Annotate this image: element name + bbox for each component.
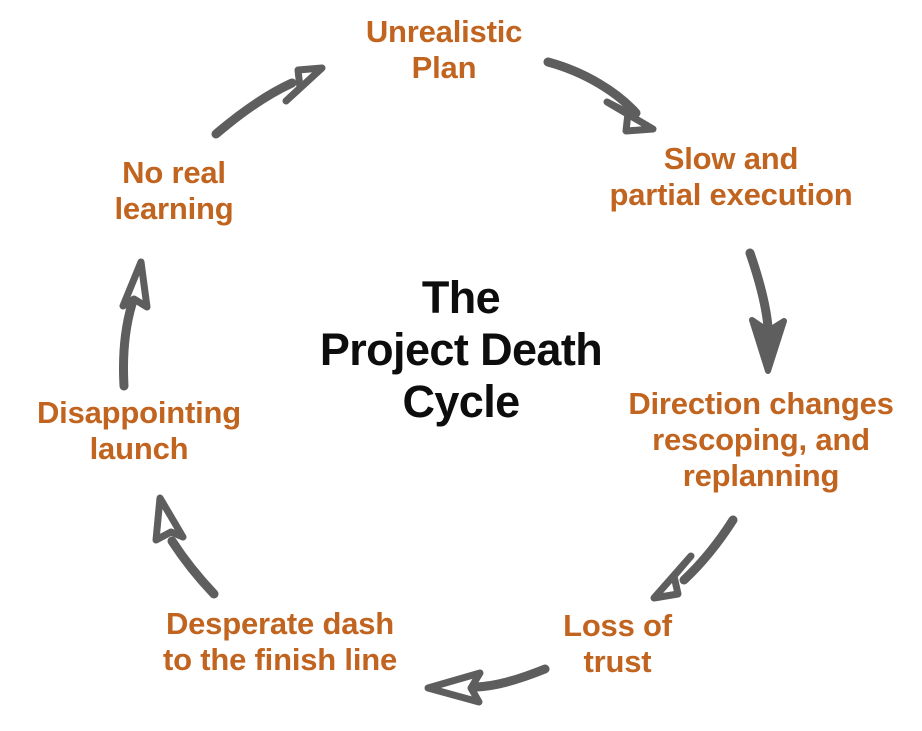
arrow-direction-to-trust-icon [650,515,738,602]
cycle-node-unrealistic-plan: Unrealistic Plan [365,14,523,85]
cycle-node-slow-partial-execution: Slow and partial execution [609,141,853,212]
cycle-node-direction-changes: Direction changes rescoping, and replann… [628,386,894,493]
arrow-plan-to-execution-icon [543,57,657,135]
arrow-dash-to-launch-icon [152,494,219,599]
cycle-node-desperate-dash: Desperate dash to the finish line [162,606,398,677]
arrow-launch-to-learning-icon [118,258,151,391]
diagram-center-title: The Project Death Cycle [319,272,603,428]
arrow-trust-to-dash-icon [424,664,550,706]
cycle-node-loss-of-trust: Loss of trust [563,608,672,679]
cycle-node-no-real-learning: No real learning [114,155,234,226]
arrow-learning-to-plan-icon [211,64,326,139]
arrow-execution-to-direction-icon [745,248,787,374]
cycle-node-disappointing-launch: Disappointing launch [36,395,242,466]
